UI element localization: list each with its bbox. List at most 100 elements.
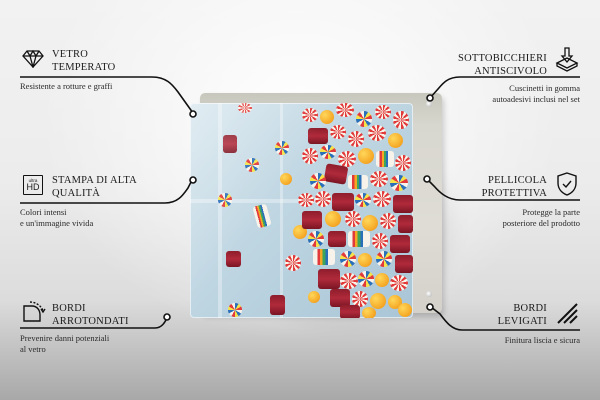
feature-title: SOTTOBICCHIERI [458,53,547,64]
candy [358,253,372,267]
coaster-download-icon [555,47,579,78]
candy [373,191,391,207]
candy [340,251,356,267]
feature-title: STAMPA DI ALTA [52,175,137,186]
feature-desc: autoadesivi inclusi nel set [492,94,580,104]
candy [393,111,409,129]
candy [375,273,389,287]
candy [298,193,314,207]
feature-tempered-glass: VETRO TEMPERATO [52,48,115,74]
feature-desc: Cuscinetti in gomma [509,83,580,93]
feature-high-quality-print-desc: Colori intensi e un'immagine vivida [20,207,93,229]
candy [370,293,386,309]
candy [275,141,289,155]
feature-tempered-glass-desc: Resistente a rotture e graffi [20,81,112,92]
candy [358,271,374,287]
feature-desc: e un'immagine vivida [20,218,94,228]
candy [348,175,368,189]
diamond-icon [22,49,44,73]
candy [320,145,336,159]
candy [352,291,368,307]
feature-desc: Colori intensi [20,207,67,217]
feature-title: ARROTONDATI [52,316,129,327]
candy [348,231,370,247]
candy [285,255,301,271]
feature-high-quality-print: STAMPA DI ALTA QUALITÀ [52,174,137,200]
feature-anti-slip-coasters-desc: Cuscinetti in gomma autoadesivi inclusi … [492,83,580,105]
candy [336,103,354,117]
screw-hole-bottom [426,291,432,297]
feature-polished-edges-desc: Finitura liscia e sicura [505,335,580,346]
feature-protective-film-desc: Protegge la parte posteriore del prodott… [503,207,580,229]
reflection-bar [218,103,222,318]
feature-title: VETRO [52,49,88,60]
smooth-edges-icon [556,302,578,329]
feature-anti-slip-coasters: SOTTOBICCHIERI ANTISCIVOLO [458,52,547,78]
candy [313,249,335,265]
candy [390,175,408,191]
candy [310,173,326,189]
candy [398,303,412,317]
ultra-hd-icon: ultra HD [23,175,43,195]
candy [302,211,322,229]
candy [252,203,272,229]
feature-title: LEVIGATI [497,316,547,327]
candy [340,273,358,289]
candy [315,191,331,207]
feature-title: ANTISCIVOLO [474,66,547,77]
candy [238,103,252,113]
candy [323,163,349,185]
candy [370,171,388,187]
candy [368,125,386,141]
feature-title: QUALITÀ [52,188,101,199]
candy [308,231,324,247]
feature-rounded-edges: BORDI ARROTONDATI [52,302,129,328]
candy [308,128,328,144]
candy [398,215,413,233]
candy [388,133,403,148]
candy [332,193,354,211]
glass-coaster-image [190,103,413,318]
feature-rounded-edges-desc: Prevenire danni potenziali al vetro [20,333,109,355]
candy [280,173,292,185]
candy [245,158,259,172]
candy [376,251,392,267]
candy [390,275,408,291]
feature-desc: posteriore del prodotto [502,218,580,228]
candy [328,231,346,247]
feature-polished-edges: BORDI LEVIGATI [498,302,547,328]
candy [302,148,318,164]
candy [228,303,242,317]
candy [318,269,340,289]
candy [362,215,378,231]
candy [380,213,396,229]
candy [348,131,364,147]
candy [330,289,350,307]
feature-desc: Resistente a rotture e graffi [20,81,113,91]
feature-title: BORDI [513,303,547,314]
feature-desc: Prevenire danni potenziali [20,333,110,343]
feature-desc: al vetro [20,344,46,354]
candy [395,255,413,273]
feature-protective-film: PELLICOLA PROTETTIVA [482,174,547,200]
candy [393,195,413,213]
candy [320,110,334,124]
candy [372,233,388,249]
candy [302,108,318,122]
candy [218,193,232,207]
feature-title: PELLICOLA [488,175,547,186]
candy [356,111,372,127]
candy [226,251,241,267]
candy [362,307,376,318]
candy [325,211,341,227]
connector-dot [163,313,171,321]
candy [375,105,391,119]
candy [270,295,285,315]
candy [340,305,360,318]
rounded-corner-icon [22,300,46,327]
feature-desc: Finitura liscia e sicura [504,335,580,345]
candy [223,135,237,153]
candy [390,235,410,253]
candy [395,155,411,171]
